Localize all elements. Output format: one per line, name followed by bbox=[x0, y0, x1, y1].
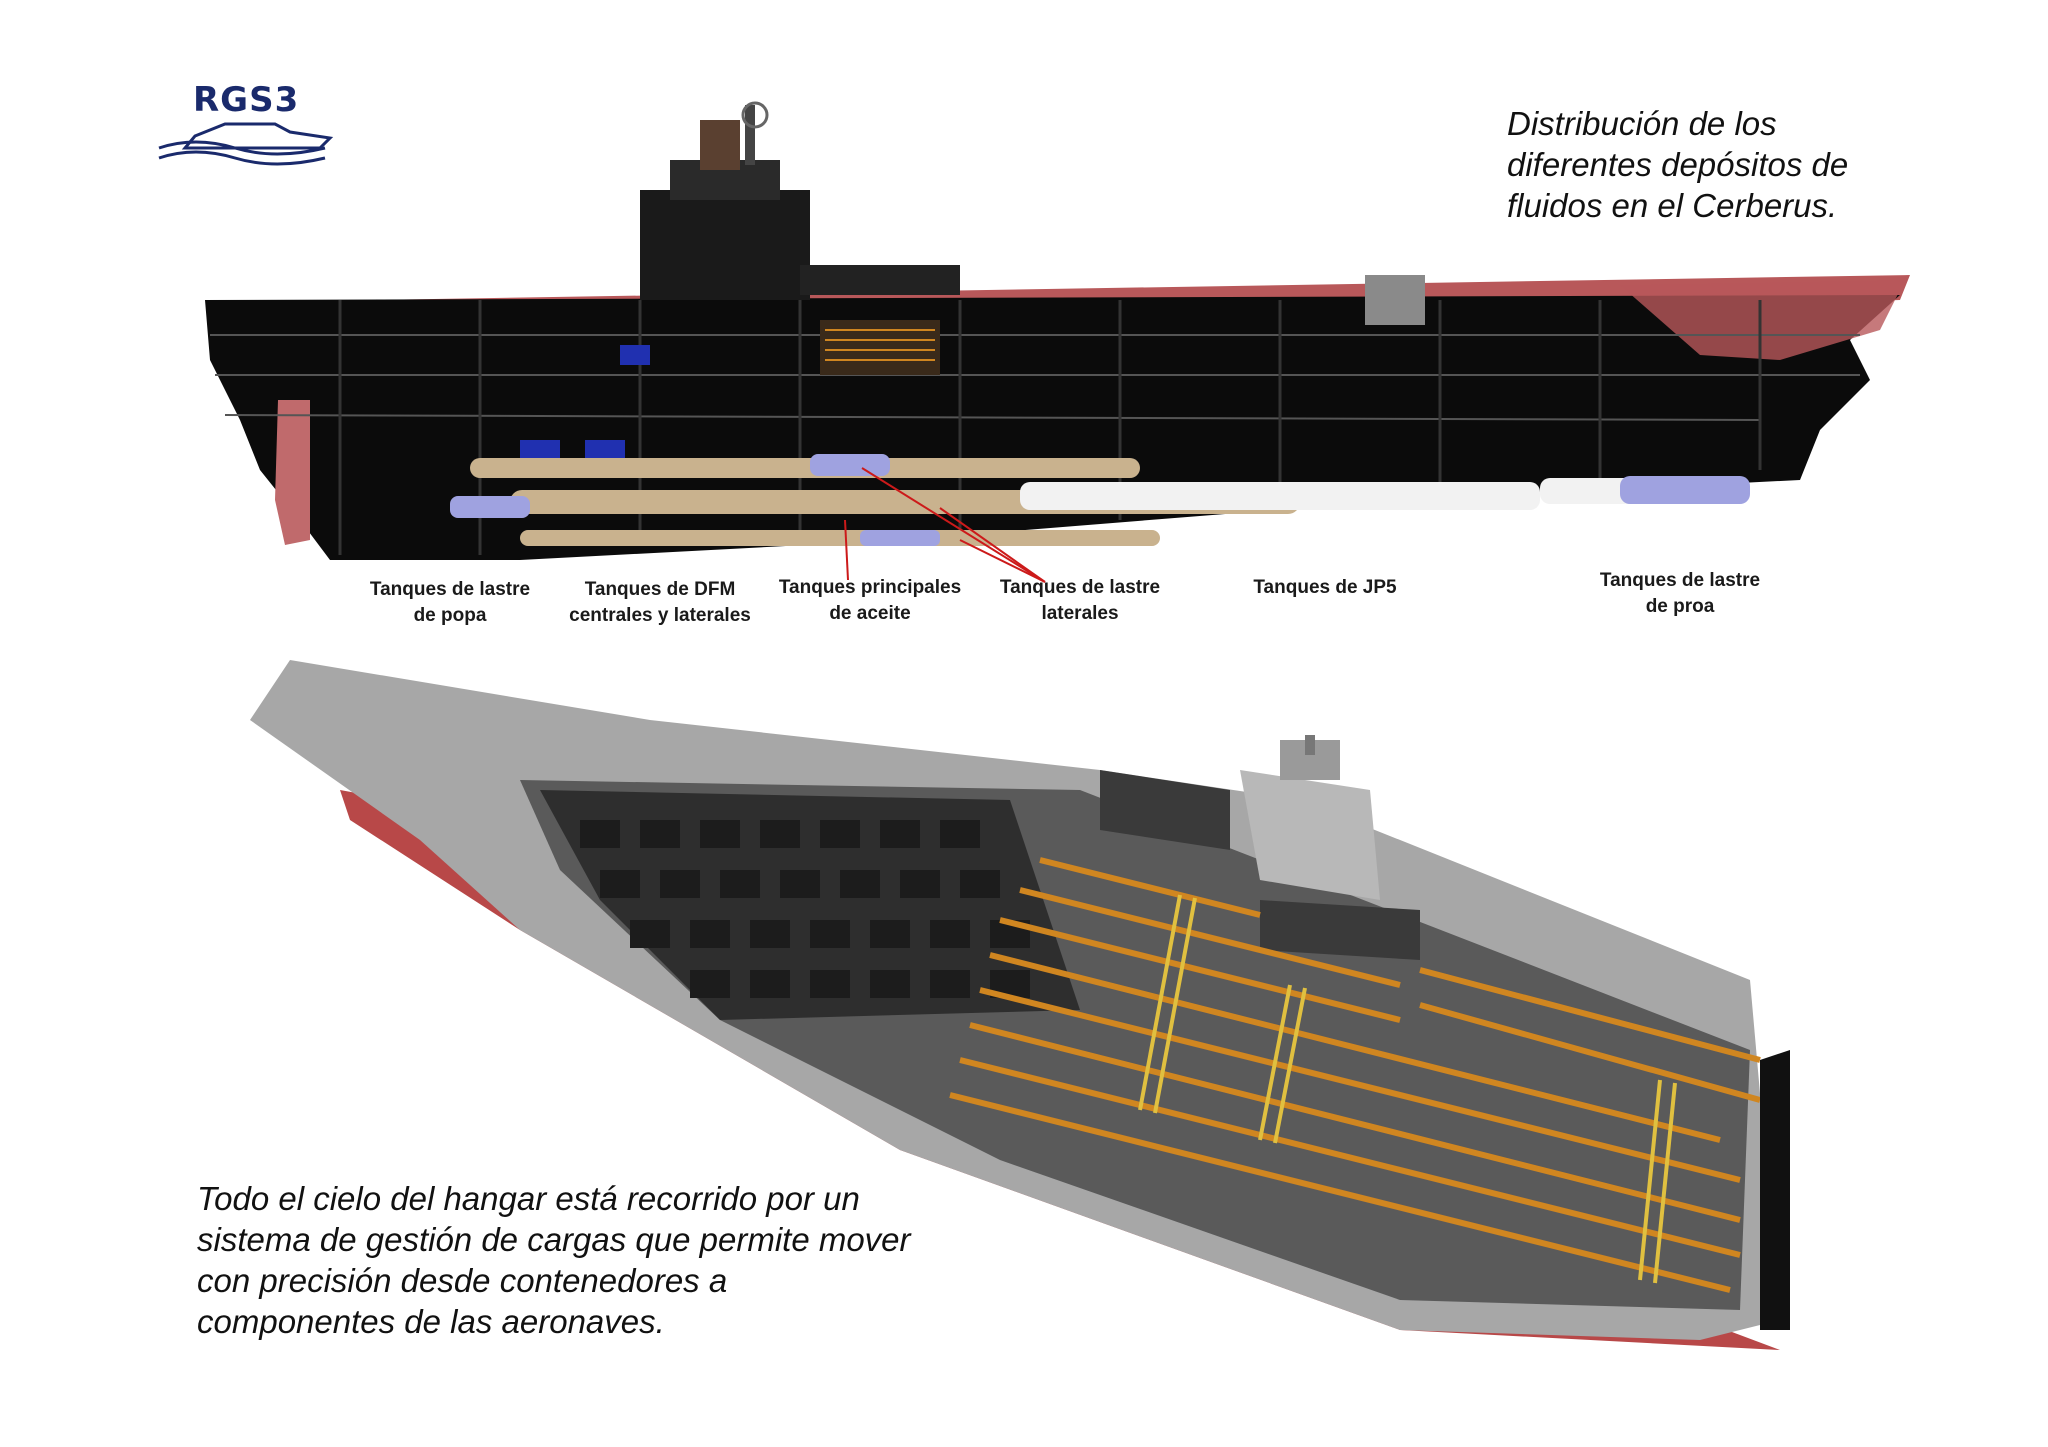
stern-ballast-tank bbox=[450, 496, 530, 518]
label-bow-ballast-tanks: Tanques de lastre de proa bbox=[1599, 570, 1761, 617]
label-dfm-tanks: Tanques de DFM centrales y laterales bbox=[569, 579, 751, 626]
container-grid bbox=[580, 820, 1030, 998]
label-jp5-tanks: Tanques de JP5 bbox=[1253, 577, 1397, 598]
bow-red-section bbox=[1620, 280, 1905, 360]
forward-bulkhead bbox=[1760, 1050, 1790, 1330]
crane-rails-orange bbox=[949, 857, 1761, 1293]
blue-tank-lower bbox=[860, 530, 940, 546]
stern-rudder bbox=[275, 400, 310, 545]
label-leader-lines bbox=[844, 467, 1046, 583]
hangar-crane-rails bbox=[825, 329, 935, 361]
tan-tank-lower bbox=[520, 530, 1160, 546]
tan-tank-upper bbox=[470, 458, 1140, 478]
caption-top-line: diferentes depósitos de bbox=[1507, 146, 1849, 183]
label-oil-tanks: Tanques principales de aceite bbox=[778, 577, 962, 624]
island-structure bbox=[1240, 735, 1380, 900]
fluid-tanks bbox=[450, 454, 1750, 546]
label-lateral-ballast-tanks: Tanques de lastre laterales bbox=[999, 577, 1161, 624]
bow-ballast-tank bbox=[1620, 476, 1750, 504]
caption-bottom-line: componentes de las aeronaves. bbox=[197, 1303, 665, 1340]
caption-fluid-distribution: Distribución de los diferentes depósitos… bbox=[1507, 103, 1947, 226]
logo-text: RGS3 bbox=[193, 80, 300, 120]
caption-top-line: fluidos en el Cerberus. bbox=[1507, 187, 1838, 224]
island-superstructure bbox=[640, 101, 1425, 325]
caption-bottom-line: sistema de gestión de cargas que permite… bbox=[197, 1221, 911, 1258]
caption-bottom-line: Todo el cielo del hangar está recorrido … bbox=[197, 1180, 860, 1217]
ship-wave-logo-icon bbox=[158, 122, 334, 166]
caption-bottom-line: con precisión desde contenedores a bbox=[197, 1262, 728, 1299]
elevator-block bbox=[1100, 770, 1230, 850]
caption-top-line: Distribución de los bbox=[1507, 105, 1777, 142]
ship-cutaway-side-view bbox=[205, 101, 1910, 583]
crane-gantries-yellow bbox=[1138, 894, 1677, 1284]
elevator-block bbox=[1260, 900, 1420, 960]
rgs3-logo: RGS3 bbox=[155, 80, 335, 170]
caption-hangar-crane-system: Todo el cielo del hangar está recorrido … bbox=[197, 1178, 1057, 1342]
blue-tank-upper bbox=[810, 454, 890, 476]
jp5-tank-left bbox=[1020, 482, 1540, 510]
label-stern-ballast-tanks: Tanques de lastre de popa bbox=[369, 579, 531, 626]
